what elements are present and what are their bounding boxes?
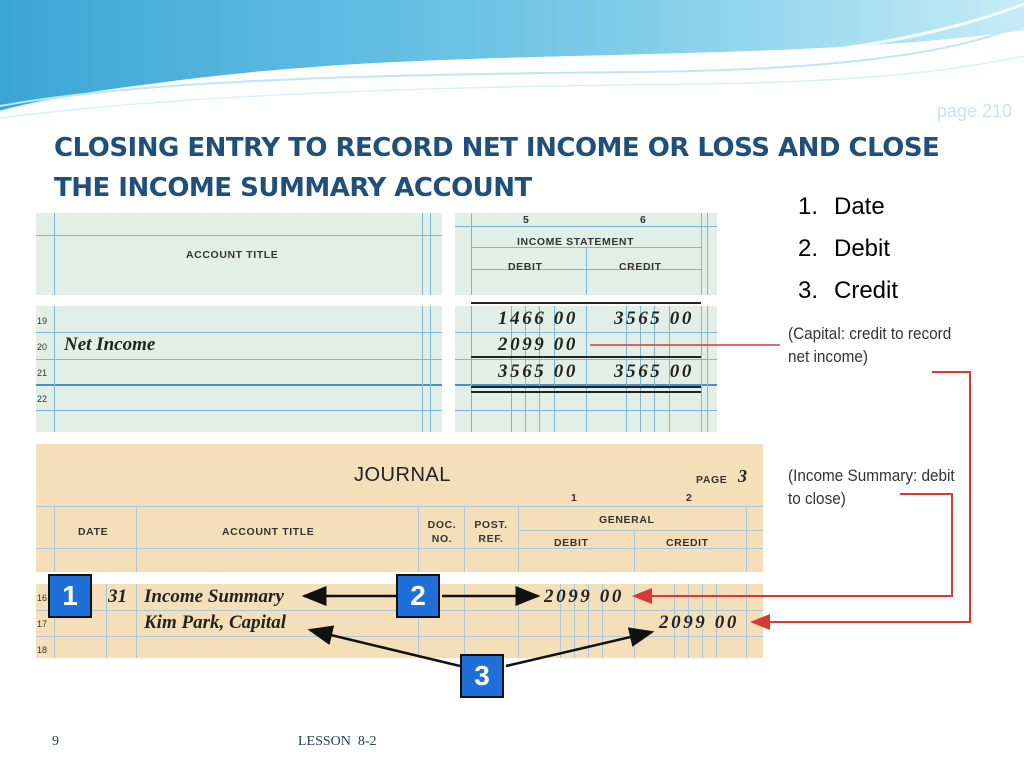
income-summary-note: (Income Summary: debit to close): [788, 466, 955, 508]
debit-header: DEBIT: [554, 537, 589, 549]
journal-credit-amount: 2099 00: [659, 612, 739, 633]
step-label: Debit: [834, 235, 891, 262]
step-item: 3. Credit: [798, 270, 898, 312]
doc-no-header: DOC. NO.: [427, 519, 457, 545]
post-ref-header: POST. REF.: [474, 519, 508, 545]
journal-page-number: 3: [738, 466, 747, 486]
worksheet-credit-amount: 3565 00: [614, 308, 694, 329]
step-badge-debit: 2: [396, 574, 440, 618]
column-number: 5: [523, 214, 530, 226]
row-number: 21: [37, 368, 48, 378]
step-label: Credit: [834, 277, 899, 304]
worksheet-debit-amount: 3565 00: [498, 361, 578, 382]
general-header: GENERAL: [599, 514, 655, 526]
row-number: 19: [37, 316, 48, 326]
debit-header: DEBIT: [508, 261, 543, 273]
income-statement-header: INCOME STATEMENT: [517, 236, 635, 248]
step-number: 3.: [798, 277, 819, 304]
row-number: 16: [37, 593, 48, 603]
journal-header: JOURNAL PAGE 3 1 2 DATE ACCOUNT TITLE DO…: [36, 444, 763, 572]
row-number: 18: [37, 645, 48, 655]
step-number: 2.: [798, 235, 819, 262]
worksheet-credit-amount: 3565 00: [614, 361, 694, 382]
column-number: 2: [686, 492, 693, 504]
slide-number: 9: [52, 734, 59, 749]
header-wave-decoration: [0, 0, 1024, 119]
journal-page-label: PAGE: [696, 474, 728, 486]
account-title-header: ACCOUNT TITLE: [222, 526, 315, 538]
credit-header: CREDIT: [666, 537, 709, 549]
net-income-entry: Net Income: [64, 334, 156, 355]
capital-note: (Capital: credit to record net income): [788, 324, 952, 366]
journal-title: JOURNAL: [354, 464, 451, 486]
step-number: 1.: [798, 193, 819, 220]
row-number: 20: [37, 342, 48, 352]
journal-debit-amount: 2099 00: [544, 586, 624, 607]
date-header: DATE: [78, 526, 109, 538]
step-label: Date: [834, 193, 885, 220]
lesson-label: LESSON 8-2: [298, 734, 377, 749]
page-reference: page 210: [936, 101, 1012, 121]
step-badge-credit: 3: [460, 654, 504, 698]
slide-title: CLOSING ENTRY TO RECORD NET INCOME OR LO…: [54, 133, 940, 203]
worksheet-debit-amount: 2099 00: [498, 334, 578, 355]
worksheet-title-body: [36, 306, 442, 432]
capital-entry: Kim Park, Capital: [144, 612, 286, 633]
row-number: 17: [37, 619, 48, 629]
journal-day: 31: [108, 586, 127, 607]
worksheet-income-statement-header: 5 6 INCOME STATEMENT DEBIT CREDIT: [455, 213, 717, 295]
income-summary-entry: Income Summary: [144, 586, 284, 607]
column-number: 6: [640, 214, 647, 226]
worksheet-income-statement-body: [455, 302, 717, 432]
credit-header: CREDIT: [619, 261, 662, 273]
step-item: 1. Date: [798, 186, 898, 228]
worksheet-title-header: ACCOUNT TITLE: [36, 213, 442, 295]
step-badge-date: 1: [48, 574, 92, 618]
worksheet-debit-amount: 1466 00: [498, 308, 578, 329]
row-number: 22: [37, 394, 48, 404]
column-number: 1: [571, 492, 578, 504]
account-title-header: ACCOUNT TITLE: [186, 249, 279, 261]
step-item: 2. Debit: [798, 228, 898, 270]
steps-list: 1. Date 2. Debit 3. Credit: [798, 186, 898, 312]
